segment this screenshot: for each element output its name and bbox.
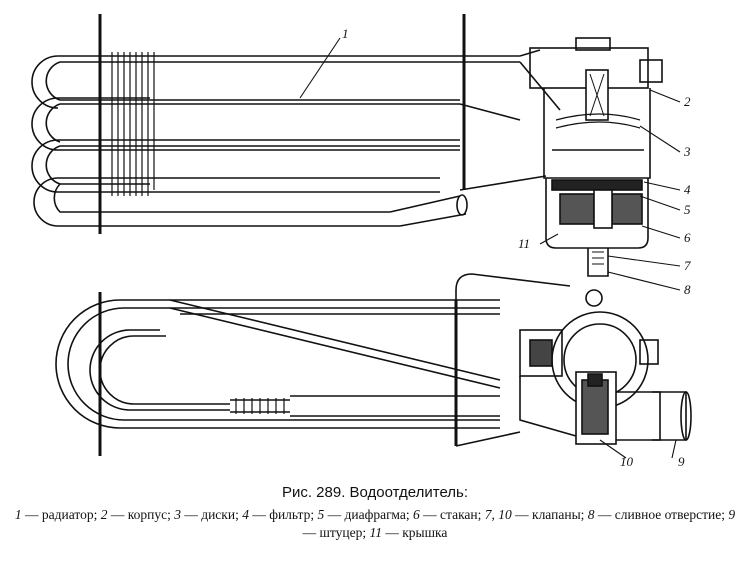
figure-caption-title: Рис. 289. Водоотделитель:	[281, 484, 469, 501]
callout-9: 9	[678, 454, 685, 469]
callout-3: 3	[683, 144, 691, 159]
legend-item-number: 4	[242, 507, 249, 522]
legend-item-text: — фильтр;	[248, 507, 318, 522]
legend-item-text: — диафрагма;	[324, 507, 414, 522]
legend-item-number: 8	[587, 507, 595, 522]
callout-7: 7	[684, 258, 691, 273]
separator-body	[529, 37, 663, 277]
legend-item-number: 11	[369, 525, 382, 540]
callout-10: 10	[620, 454, 634, 469]
legend-item-number: 2	[100, 507, 108, 522]
callout-1: 1	[342, 26, 349, 41]
legend-item-number: 1	[14, 507, 22, 522]
figure-caption-legend: 1 — радиатор; 2 — корпус; 3 — диски; 4 —…	[12, 506, 738, 542]
callout-6: 6	[684, 230, 691, 245]
legend-item-number: 9	[728, 507, 736, 522]
callout-2: 2	[684, 94, 691, 109]
callout-11: 11	[518, 236, 530, 251]
legend-item-text: — клапаны;	[511, 507, 588, 522]
callout-8: 8	[684, 282, 691, 297]
legend-item-text: — крышка	[381, 525, 448, 540]
radiator-top-view	[31, 14, 561, 234]
radiator-side-view	[55, 273, 571, 456]
legend-item-number: 7, 10	[484, 507, 512, 522]
legend-item-text: — штуцер;	[302, 525, 370, 540]
legend-item-number: 6	[413, 507, 420, 522]
legend-item-number: 3	[174, 507, 181, 522]
legend-item-text: — стакан;	[419, 507, 485, 522]
legend-item-text: — корпус;	[107, 507, 175, 522]
separator-side-view	[519, 289, 692, 445]
water-separator-drawing: 1 2 3 4 5 6 7 8 9 10 11	[31, 14, 692, 469]
legend-item-text: — радиатор;	[21, 507, 101, 522]
callout-4: 4	[684, 182, 691, 197]
legend-item-text: — сливное отверстие;	[594, 507, 729, 522]
legend-item-text: — диски;	[180, 507, 243, 522]
callout-5: 5	[684, 202, 691, 217]
legend-item-number: 5	[317, 507, 325, 522]
